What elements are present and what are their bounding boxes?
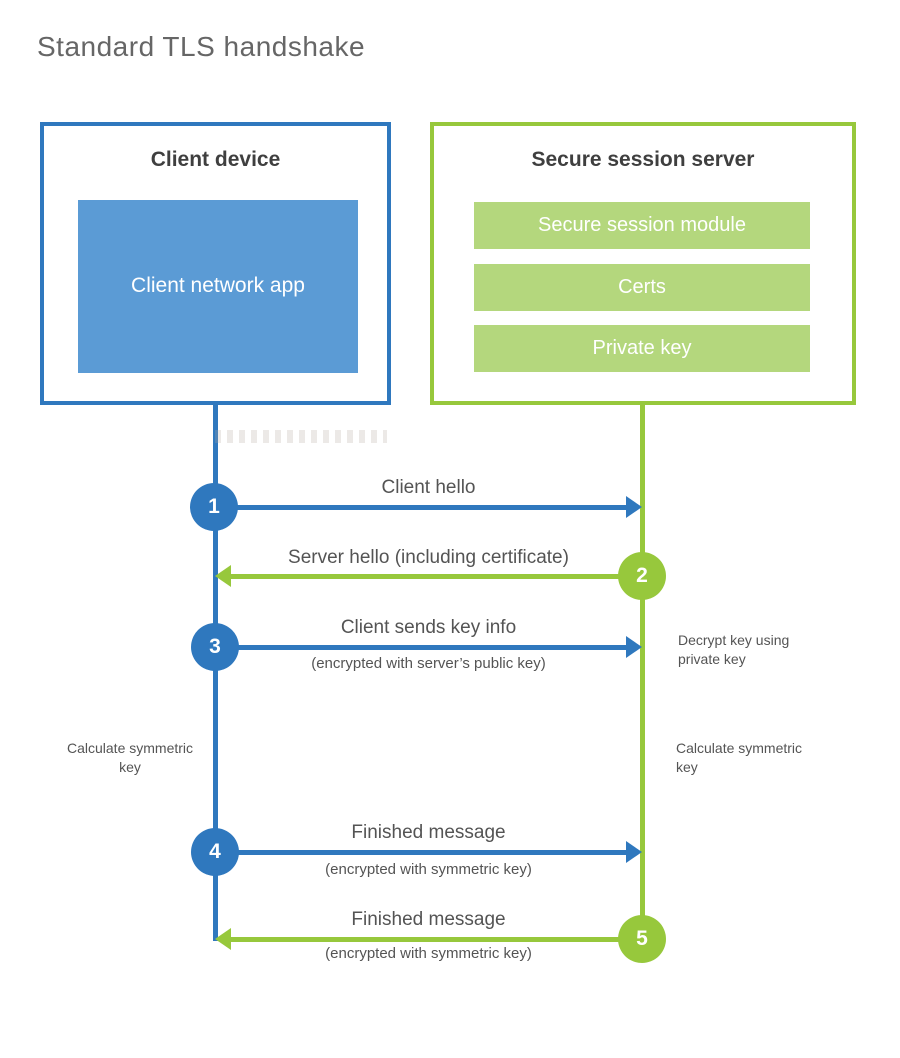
server-module-label: Private key: [592, 337, 692, 359]
client-network-app-box: Client network app: [78, 200, 358, 373]
flow-arrow-1: [215, 504, 628, 510]
flow-label-2: Server hello (including certificate): [288, 547, 569, 568]
step-circle-2: 2: [618, 552, 666, 600]
client-network-app-label: Client network app: [131, 274, 305, 298]
server-module-label: Secure session module: [538, 214, 746, 236]
flow-arrow-5: [231, 936, 643, 942]
client-lifeline: [213, 405, 218, 941]
faint-watermark: [215, 430, 387, 443]
client-device-title: Client device: [150, 148, 281, 171]
flow-label-3: Client sends key info: [340, 617, 517, 638]
server-lifeline: [640, 405, 645, 941]
calc-note-server: Calculate symmetric key: [676, 740, 803, 775]
step-circle-1: 1: [190, 483, 238, 531]
flow-label-5: Finished message: [351, 909, 506, 930]
server-module-label: Certs: [618, 276, 666, 298]
flow-arrow-3: [217, 644, 628, 650]
server-module-private-key: Private key: [474, 325, 810, 372]
arrowhead-right-icon: [626, 496, 642, 518]
arrowhead-right-icon: [626, 636, 642, 658]
page-title: Standard TLS handshake: [37, 31, 366, 62]
step-circle-4: 4: [191, 828, 239, 876]
step-circle-3: 3: [191, 623, 239, 671]
arrowhead-left-icon: [215, 928, 231, 950]
arrowhead-left-icon: [215, 565, 231, 587]
decrypt-note: Decrypt key using private key: [678, 632, 790, 667]
flow-label-4: Finished message: [351, 822, 506, 843]
arrowhead-right-icon: [626, 841, 642, 863]
server-module-secure-session: Secure session module: [474, 202, 810, 249]
flow-arrow-4: [217, 849, 628, 855]
step-circle-5: 5: [618, 915, 666, 963]
flow-sublabel-3: (encrypted with server’s public key): [311, 655, 546, 672]
calc-note-client: Calculate symmetric key: [66, 740, 194, 775]
flow-label-1: Client hello: [381, 477, 476, 498]
flow-arrow-2: [231, 573, 643, 579]
flow-sublabel-4: (encrypted with symmetric key): [325, 861, 532, 878]
flow-sublabel-5: (encrypted with symmetric key): [325, 945, 532, 962]
server-module-certs: Certs: [474, 264, 810, 311]
server-title: Secure session server: [531, 148, 755, 171]
